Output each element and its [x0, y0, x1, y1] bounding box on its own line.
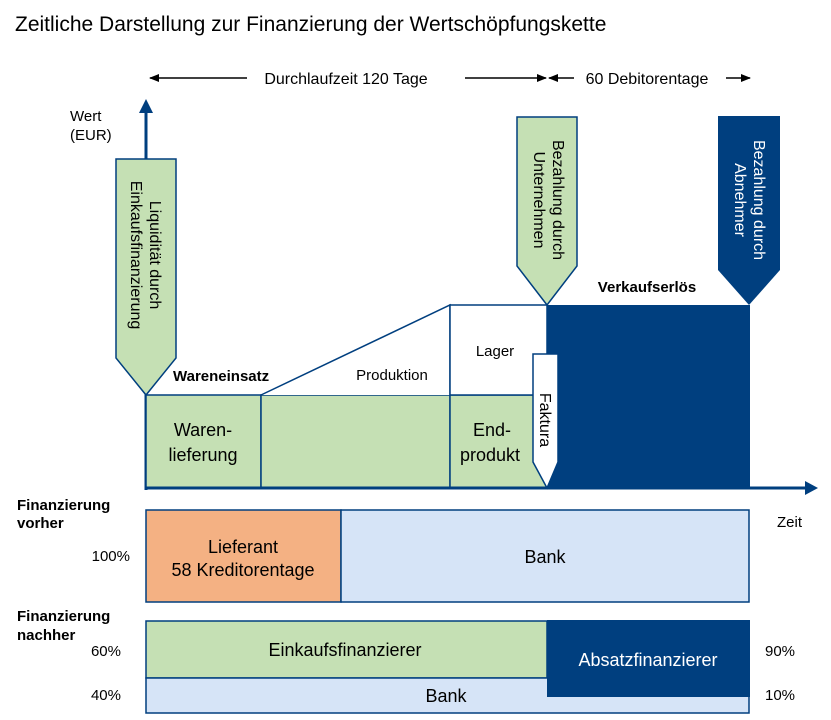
absatzfinanzierer-label: Absatzfinanzierer — [578, 650, 717, 670]
y-axis-label-line1: Wert — [70, 108, 102, 125]
faktura-arrow — [532, 353, 559, 490]
x-axis-label: Zeit — [777, 514, 803, 531]
lieferant-segment — [145, 509, 342, 603]
percent-90: 90% — [765, 643, 795, 660]
y-axis-arrowhead — [139, 99, 153, 113]
wareneinsatz-label: Wareneinsatz — [173, 368, 269, 385]
financing-before-label-line1: Finanzierung — [17, 497, 110, 514]
x-axis-arrowhead — [805, 481, 818, 495]
verkaufserloes-label: Verkaufserlös — [598, 279, 696, 296]
bank-label-after: Bank — [425, 686, 467, 706]
durchlaufzeit-label: Durchlaufzeit 120 Tage — [264, 71, 427, 88]
produktion-box — [260, 394, 451, 489]
faktura-label: Faktura — [536, 393, 553, 447]
financing-after-label-line2: nachher — [17, 627, 76, 644]
y-axis-label-line2: (EUR) — [70, 127, 112, 144]
lager-label: Lager — [476, 343, 514, 360]
debitorentage-label: 60 Debitorentage — [586, 71, 709, 88]
produktion-label: Produktion — [356, 367, 428, 384]
bezahlung-abnehmer-label-line1: Bezahlung durch — [750, 140, 767, 260]
financing-after-label-line1: Finanzierung — [17, 608, 110, 625]
bank-segment-before — [340, 509, 750, 603]
bezahlung-abnehmer-label-line2: Abnehmer — [731, 163, 748, 237]
warenlieferung-box — [145, 394, 262, 489]
financing-after: Finanzierung nachher 60% 40% 90% 10% Ein… — [17, 608, 795, 714]
financing-before-label-line2: vorher — [17, 515, 64, 532]
endprodukt-label-line2: produkt — [460, 445, 520, 465]
bezahlung-unternehmen-arrow — [516, 116, 578, 307]
einkaufsfinanzierung-label-line2: Einkaufsfinanzierung — [127, 181, 144, 330]
lieferant-label-line1: Lieferant — [208, 537, 278, 557]
percent-10: 10% — [765, 687, 795, 704]
lieferant-label-line2: 58 Kreditorentage — [171, 560, 314, 580]
timeline: Durchlaufzeit 120 Tage 60 Debitorentage — [149, 71, 751, 88]
einkaufsfinanzierung-arrow — [115, 158, 177, 397]
bezahlung-unternehmen-label-line1: Bezahlung durch — [549, 140, 566, 260]
percent-40: 40% — [91, 687, 121, 704]
percent-60: 60% — [91, 643, 121, 660]
bezahlung-abnehmer-arrow — [718, 116, 780, 305]
einkaufsfinanzierung-label-line1: Liquidität durch — [146, 201, 163, 310]
bezahlung-unternehmen-label-line2: Unternehmen — [530, 152, 547, 249]
verkaufserloes-block — [547, 305, 750, 488]
absatzfinanzierer-segment — [547, 620, 750, 697]
endprodukt-label-line1: End- — [473, 420, 511, 440]
financing-before-percent: 100% — [92, 548, 130, 565]
page-title: Zeitliche Darstellung zur Finanzierung d… — [15, 13, 606, 36]
einkaufsfinanzierer-label: Einkaufsfinanzierer — [268, 640, 421, 660]
bank-label-before: Bank — [524, 547, 566, 567]
warenlieferung-label-line2: lieferung — [168, 445, 237, 465]
warenlieferung-label-line1: Waren- — [174, 420, 232, 440]
financing-before: Finanzierung vorher 100% Lieferant 58 Kr… — [17, 497, 750, 603]
